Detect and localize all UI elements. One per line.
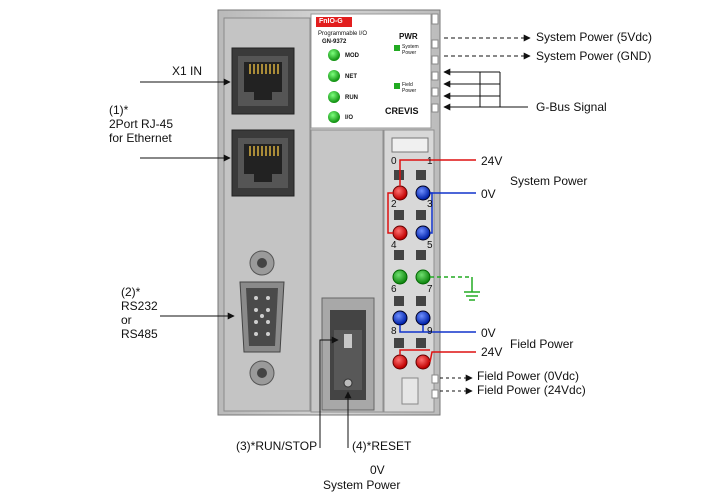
callout-bottom-system-power: System Power: [323, 478, 401, 492]
callout-x1-in: X1 IN: [172, 64, 203, 78]
led-field-power: [394, 83, 400, 89]
module-subtitle: Programmable I/O: [318, 31, 368, 37]
brand-tag: [316, 17, 352, 27]
terminal-7-blue: [415, 310, 431, 326]
label-field-power: Field Power: [510, 337, 574, 351]
brand-tag-text: FnIO-G: [319, 18, 343, 25]
terminal-9-red: [415, 354, 431, 370]
terminal-num-2: 2: [391, 199, 397, 210]
callout-serial-line3: or: [121, 313, 132, 327]
terminal-num-1: 1: [427, 156, 433, 167]
callout-serial-line4: RS485: [121, 327, 158, 341]
led-system-power: [394, 45, 400, 51]
wire-0v-field: [399, 325, 476, 333]
terminal-num-5: 5: [427, 240, 433, 251]
terminal-num-3: 3: [427, 199, 433, 210]
crevis-logo: CREVIS: [385, 106, 419, 116]
callout-rj45-line1: (1)*: [109, 103, 129, 117]
terminal-slots: [394, 170, 426, 348]
led-label-io: I/O: [345, 115, 354, 121]
terminal-num-9: 9: [427, 326, 433, 337]
label-gbus-signal: G-Bus Signal: [536, 100, 607, 114]
led-label-mod: MOD: [345, 53, 359, 59]
pwr-field-line1: Field: [402, 82, 413, 88]
callout-rj45-line3: for Ethernet: [109, 131, 172, 145]
rj45-port-2: [231, 129, 295, 197]
rj45-port-1: [231, 47, 295, 115]
led-run: [328, 91, 340, 103]
label-0v-field: 0V: [481, 326, 496, 340]
callout-run-stop: (3)*RUN/STOP: [236, 439, 318, 453]
label-field-power-24vdc: Field Power (24Vdc): [477, 383, 586, 397]
terminal-2-red: [392, 225, 408, 241]
run-stop-switch: [321, 297, 375, 411]
pwr-system-line1: System: [402, 44, 419, 50]
run-stop-leader: [319, 336, 339, 448]
wire-24v-top: [387, 159, 476, 234]
callout-bottom-0v: 0V: [370, 463, 385, 477]
terminal-4-green: [392, 269, 408, 285]
led-net: [328, 70, 340, 82]
right-edge-notches: [431, 13, 439, 399]
wire-24v-field: [399, 349, 476, 363]
terminal-num-4: 4: [391, 240, 397, 251]
terminal-5-green: [415, 269, 431, 285]
reset-button: [343, 378, 353, 388]
callout-serial-line1: (2)*: [121, 285, 141, 299]
label-system-power-gnd: System Power (GND): [536, 49, 652, 63]
label-field-power-0vdc: Field Power (0Vdc): [477, 369, 580, 383]
pwr-title: PWR: [399, 32, 418, 41]
terminal-1-blue: [415, 185, 431, 201]
din-latch: [401, 377, 419, 405]
wire-ground: [430, 276, 480, 301]
label-system-power-5vdc: System Power (5Vdc): [536, 30, 653, 44]
terminal-num-0: 0: [391, 156, 397, 167]
module-model: GN-9372: [322, 39, 347, 45]
label-24v-top: 24V: [481, 154, 503, 168]
terminal-0-red: [392, 185, 408, 201]
terminal-release-tab: [391, 137, 429, 153]
pwr-field-line2: Power: [402, 88, 417, 94]
label-0v-top: 0V: [481, 187, 496, 201]
callout-rj45-line2: 2Port RJ-45: [109, 117, 174, 131]
terminal-3-blue: [415, 225, 431, 241]
led-label-net: NET: [345, 74, 357, 80]
pwr-system-line2: Power: [402, 50, 417, 56]
terminal-num-6: 6: [391, 284, 397, 295]
led-label-run: RUN: [345, 95, 358, 101]
led-io: [328, 111, 340, 123]
db9-connector: [239, 250, 285, 386]
terminal-num-8: 8: [391, 326, 397, 337]
terminal-8-red: [392, 354, 408, 370]
terminal-num-7: 7: [427, 284, 433, 295]
wire-0v-top: [430, 192, 476, 234]
callout-serial-line2: RS232: [121, 299, 158, 313]
label-24v-field: 24V: [481, 345, 503, 359]
terminal-6-blue: [392, 310, 408, 326]
gbus-arrows: [443, 68, 528, 111]
callout-reset: (4)*RESET: [352, 439, 412, 453]
label-system-power: System Power: [510, 174, 588, 188]
led-mod: [328, 49, 340, 61]
